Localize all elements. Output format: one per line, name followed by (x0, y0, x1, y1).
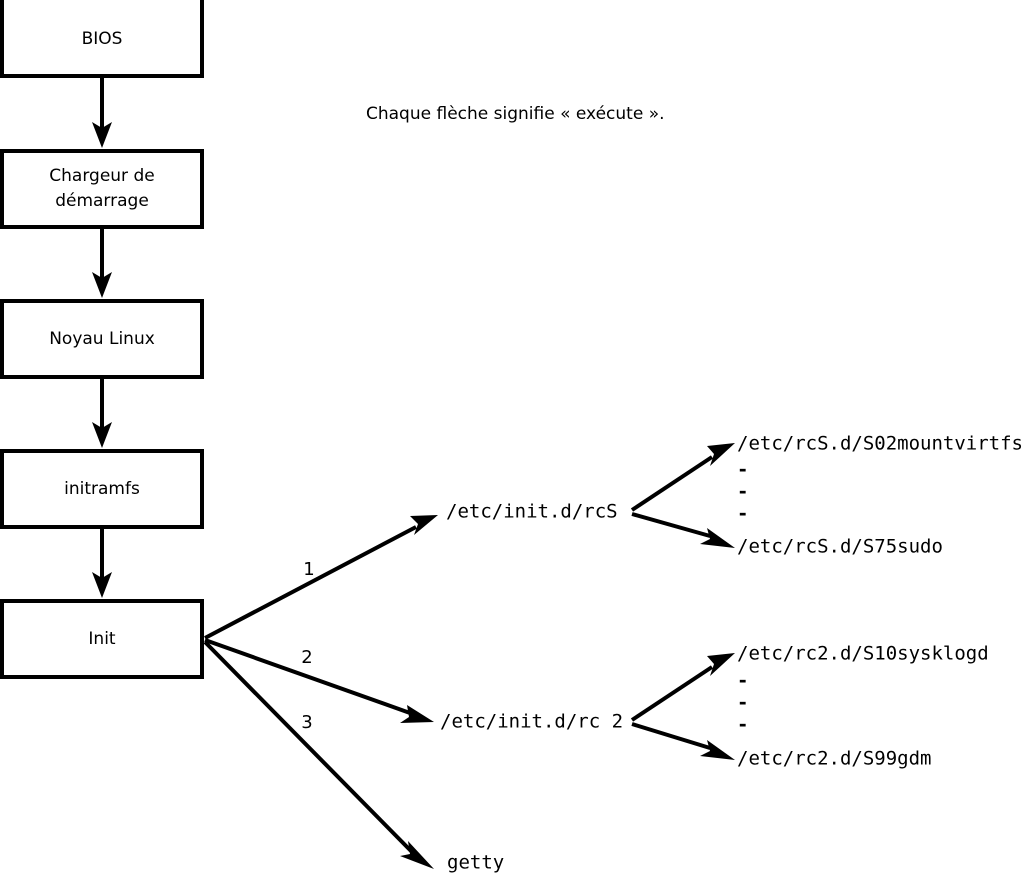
node-init-label: Init (88, 629, 116, 649)
arrow-kernel-to-initramfs-head (92, 422, 112, 448)
node-bootloader-label-line2: démarrage (55, 191, 149, 211)
arrow-init-to-getty-head (400, 841, 434, 869)
target-label-getty: getty (447, 852, 504, 874)
node-init-box (0, 599, 204, 679)
arrow-rcs-to-first-script (630, 443, 735, 512)
arrow-rcs-to-first-script-line (630, 455, 714, 512)
node-bios-label: BIOS (82, 29, 123, 49)
node-initramfs-label: initramfs (64, 479, 140, 499)
node-initramfs: initramfs (0, 449, 204, 529)
arrow-bios-to-bootloader-head (92, 122, 112, 148)
arrow-rcs-to-last-script (631, 512, 735, 548)
branch-label-3: 3 (301, 712, 312, 733)
arrow-init-to-rc2 (204, 638, 434, 723)
node-bootloader: Chargeur de démarrage (0, 149, 204, 229)
arrow-init-to-rcs-line (204, 525, 417, 640)
node-kernel-label: Noyau Linux (49, 329, 155, 349)
diagram-caption: Chaque flèche signifie « exécute ». (366, 104, 665, 124)
node-bios: BIOS (0, 0, 204, 78)
branch-label-2: 2 (301, 647, 312, 668)
node-bootloader-label-line1: Chargeur de (49, 166, 154, 186)
node-kernel-box (0, 299, 204, 379)
target-label-rc2: /etc/init.d/rc 2 (440, 711, 623, 733)
script-label-rcs-last: /etc/rcS.d/S75sudo (737, 536, 943, 558)
branch-label-1: 1 (303, 559, 314, 580)
node-bootloader-box (0, 149, 204, 229)
ellipsis-dash-rc2-1: - (737, 670, 748, 692)
ellipsis-dash-rc2-2: - (737, 692, 748, 714)
arrow-rc2-to-last-script (631, 722, 735, 760)
node-bios-box (0, 0, 204, 78)
arrow-bootloader-to-kernel (92, 228, 112, 298)
arrow-init-to-rcs (204, 515, 438, 640)
arrow-init-to-getty-line (203, 640, 414, 854)
arrow-rc2-to-first-script-head (707, 653, 735, 676)
arrow-bios-to-bootloader (92, 76, 112, 148)
arrow-rcs-to-first-script-head (707, 443, 735, 466)
ellipsis-dash-rcs-3: - (737, 503, 748, 525)
arrow-rc2-to-last-script-line (631, 722, 711, 750)
script-label-rc2-last: /etc/rc2.d/S99gdm (737, 748, 931, 770)
arrow-rc2-to-last-script-head (700, 740, 735, 760)
ellipsis-dash-rc2-3: - (737, 714, 748, 736)
target-label-rcs: /etc/init.d/rcS (446, 501, 618, 523)
arrow-init-to-rcs-head (410, 515, 438, 535)
script-label-rcs-first: /etc/rcS.d/S02mountvirtfs (737, 433, 1023, 455)
node-kernel: Noyau Linux (0, 299, 204, 379)
arrow-initramfs-to-init (92, 528, 112, 598)
ellipsis-dash-rcs-1: - (737, 459, 748, 481)
arrow-rcs-to-last-script-head (700, 528, 735, 548)
arrow-init-to-getty (203, 640, 434, 869)
arrow-kernel-to-initramfs (92, 378, 112, 448)
arrow-init-to-rc2-line (204, 638, 411, 715)
arrow-bootloader-to-kernel-head (92, 272, 112, 298)
node-init: Init (0, 599, 204, 679)
script-label-rc2-first: /etc/rc2.d/S10sysklogd (737, 643, 989, 665)
arrow-init-to-rc2-head (400, 705, 434, 723)
ellipsis-dash-rcs-2: - (737, 481, 748, 503)
node-initramfs-box (0, 449, 204, 529)
arrow-rc2-to-first-script (630, 653, 735, 722)
arrow-rc2-to-first-script-line (630, 665, 714, 722)
arrow-initramfs-to-init-head (92, 572, 112, 598)
arrow-rcs-to-last-script-line (631, 512, 711, 538)
